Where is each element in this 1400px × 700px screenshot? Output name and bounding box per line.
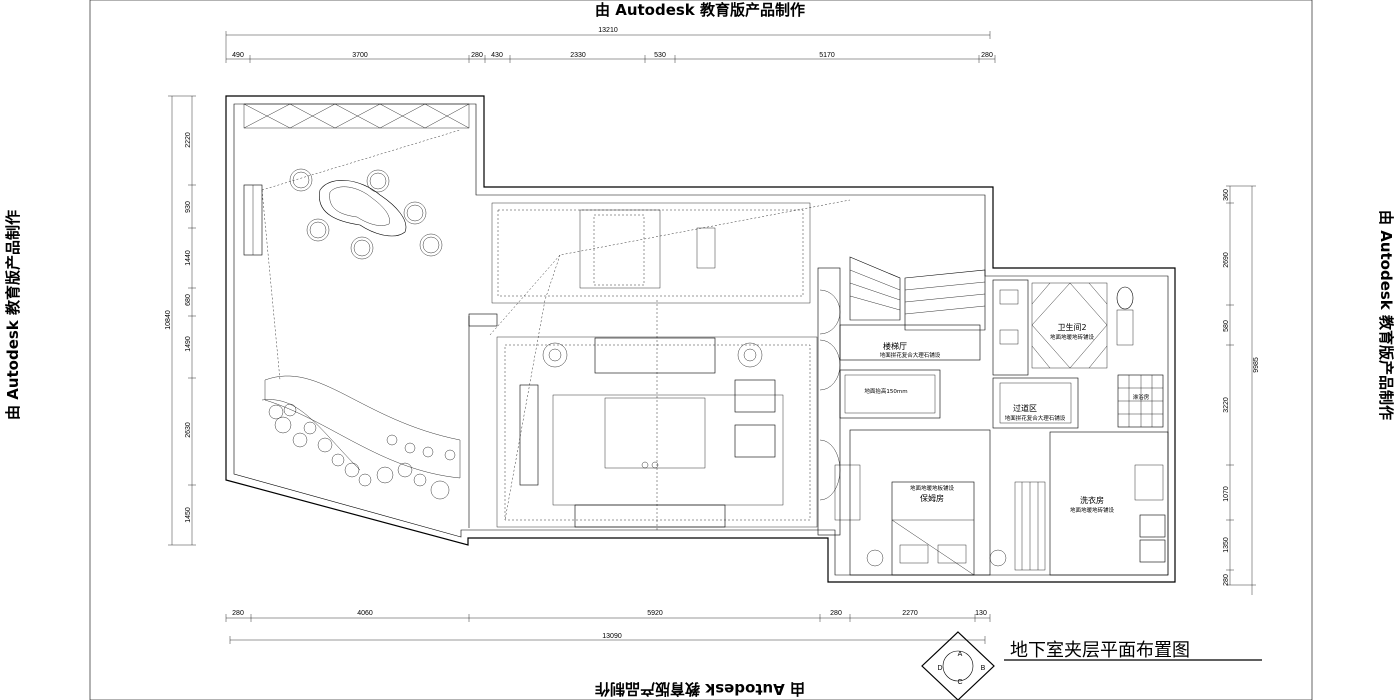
note-floor-height: 地面抬高150mm [864, 387, 907, 395]
outer-wall [225, 95, 1176, 583]
dim-bottom-4: 2270 [902, 610, 918, 617]
dim-bottom-3: 280 [830, 610, 842, 617]
dim-right-6: 280 [1223, 574, 1230, 586]
maid-room: 地面地暖地板铺设 保姆房 [834, 429, 1046, 576]
bottom-dimension-chain: 280 4060 5920 280 2270 130 13090 [225, 610, 991, 644]
drawing-title: 地下室夹层平面布置图 [1010, 640, 1190, 661]
dim-top-6: 5170 [819, 52, 835, 59]
dim-left-0: 2220 [185, 132, 192, 148]
room-label-stair-hall: 楼梯厅 [883, 341, 907, 351]
room-label-bathroom-2: 卫生间2 [1057, 322, 1086, 332]
dim-right-2: 580 [1223, 320, 1230, 332]
top-dimension-chain: 13210 490 3700 280 430 2330 530 5170 280 [225, 27, 996, 63]
dim-left-4: 1490 [185, 336, 192, 352]
dim-top-0: 490 [232, 52, 244, 59]
title-block: A B C D 地下室夹层平面布置图 [921, 631, 1262, 700]
dim-top-1: 3700 [352, 52, 368, 59]
room-label-laundry: 洗衣房 [1080, 495, 1104, 505]
laundry-room: 洗衣房 地面地暖地砖铺设 [1049, 431, 1169, 576]
dim-top-total: 13210 [598, 27, 618, 34]
note-bathroom-2: 地面地暖地砖铺设 [1050, 333, 1095, 341]
bathroom-2: 卫生间2 地面地暖地砖铺设 淋浴房 [992, 279, 1164, 428]
garden-plants [268, 403, 456, 500]
symbol-letter-b: B [981, 665, 986, 672]
dim-left-2: 1440 [185, 250, 192, 266]
note-passage: 地面拼花复合大理石铺设 [1005, 414, 1066, 422]
right-dimension-chain: 9985 360 2690 580 3220 1070 1350 280 [1223, 185, 1260, 595]
passage-area: 过道区 地面拼花复合大理石铺设 [992, 377, 1079, 429]
dim-right-0: 360 [1223, 189, 1230, 201]
title-symbol [921, 631, 995, 700]
dim-right-3: 3220 [1223, 397, 1230, 413]
left-dimension-chain: 10840 2220 930 1440 680 1490 2630 1450 [165, 95, 196, 546]
dim-bottom-5: 130 [975, 610, 987, 617]
dim-bottom-2: 5920 [647, 610, 663, 617]
courtyard [243, 103, 498, 528]
watermark-bottom: 由 Autodesk 教育版产品制作 [595, 680, 805, 698]
symbol-letter-a: A [958, 651, 963, 658]
dim-right-5: 1350 [1223, 537, 1230, 553]
dim-left-total: 10840 [165, 310, 172, 330]
room-label-passage: 过道区 [1013, 403, 1037, 413]
dim-right-1: 2690 [1223, 252, 1230, 268]
dim-right-total: 9985 [1253, 357, 1260, 373]
sheet-border [89, 0, 1313, 700]
note-maid-room: 地面地暖地板铺设 [910, 484, 955, 492]
dim-left-6: 1450 [185, 507, 192, 523]
symbol-letter-c: C [957, 679, 962, 686]
pool [319, 180, 407, 237]
dim-top-3: 430 [491, 52, 503, 59]
watermark-top: 由 Autodesk 教育版产品制作 [595, 1, 805, 19]
dim-left-3: 680 [185, 294, 192, 306]
dim-bottom-total: 13090 [602, 633, 622, 640]
dim-left-5: 2630 [185, 422, 192, 438]
room-label-maid-room: 保姆房 [920, 493, 944, 503]
note-stair-hall: 地面拼花复合大理石铺设 [880, 351, 941, 359]
note-laundry: 地面地暖地砖铺设 [1070, 506, 1115, 514]
watermark-right: 由 Autodesk 教育版产品制作 [1377, 210, 1395, 420]
symbol-letter-d: D [937, 665, 942, 672]
dim-bottom-1: 4060 [357, 610, 373, 617]
stair-hall: 楼梯厅 地面拼花复合大理石铺设 地面抬高150mm [839, 256, 986, 419]
dim-top-5: 530 [654, 52, 666, 59]
dim-top-7: 280 [981, 52, 993, 59]
room-label-shower: 淋浴房 [1133, 393, 1150, 401]
dim-top-4: 2330 [570, 52, 586, 59]
living-area [489, 199, 851, 536]
dim-top-2: 280 [471, 52, 483, 59]
watermark-left: 由 Autodesk 教育版产品制作 [4, 210, 22, 420]
dim-left-1: 930 [185, 201, 192, 213]
dim-right-4: 1070 [1223, 486, 1230, 502]
dim-bottom-0: 280 [232, 610, 244, 617]
stepping-stones [289, 168, 443, 260]
